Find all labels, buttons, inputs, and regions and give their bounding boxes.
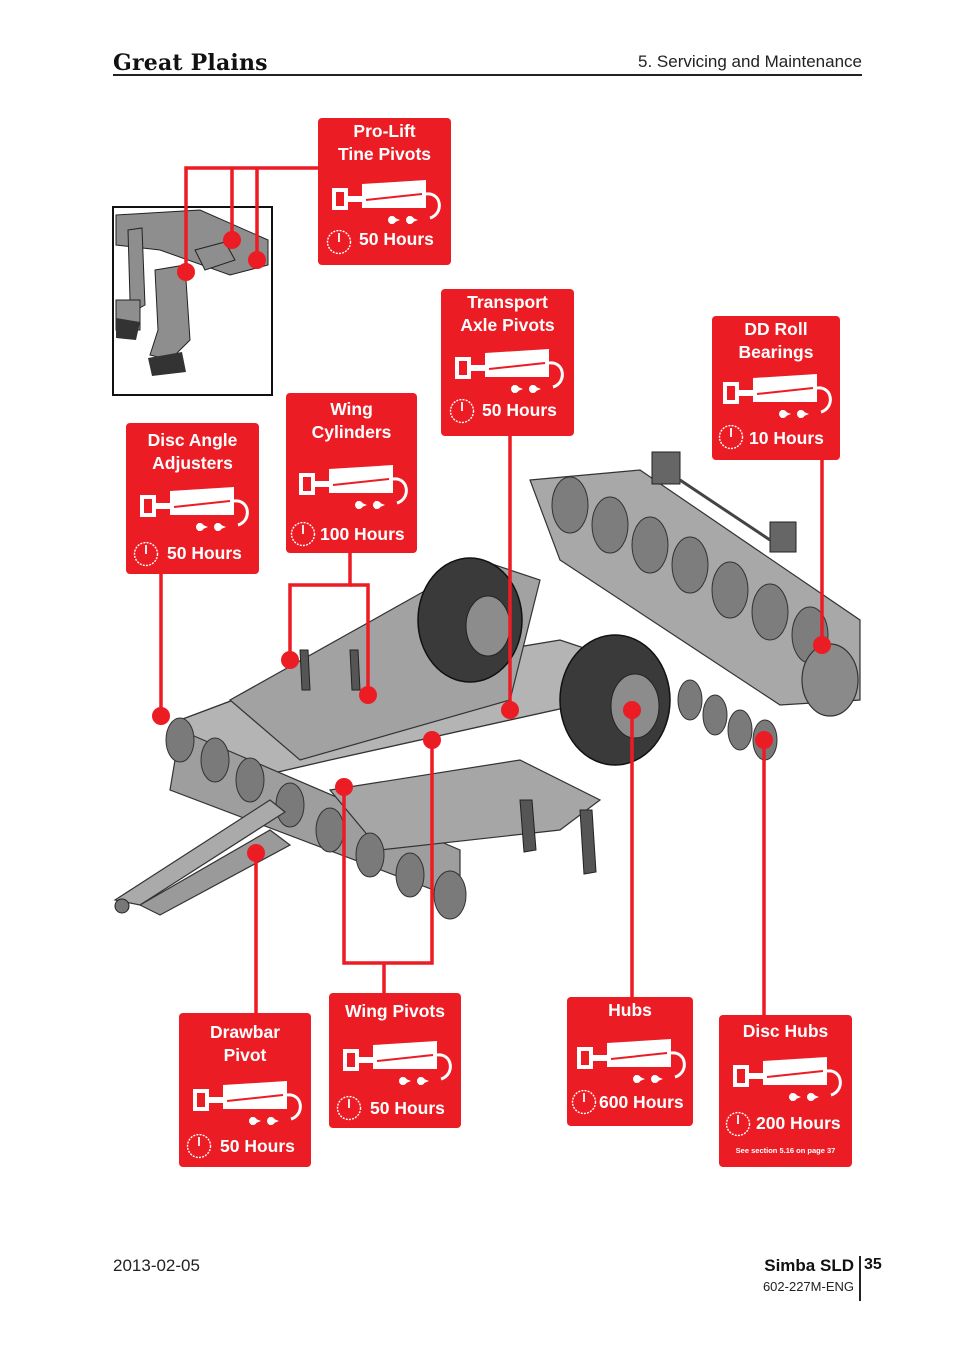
stopwatch-icon [326, 229, 352, 255]
service-interval: 600 Hours [599, 1092, 684, 1112]
callout-dd-roll-bearings: DD Roll Bearings 10 Hours [712, 316, 840, 460]
callout-title: Drawbar Pivot [209, 1022, 281, 1065]
callout-pro-lift-tine-pivots: Pro-Lift Tine Pivots 50 Hours [318, 118, 451, 265]
model-name: Simba SLD [764, 1256, 854, 1275]
stopwatch-icon [336, 1095, 362, 1121]
stopwatch-icon [571, 1089, 597, 1115]
grease-gun-icon [341, 1039, 452, 1087]
callout-title: DD Roll Bearings [738, 319, 814, 362]
footer-divider [859, 1256, 861, 1301]
service-interval: 50 Hours [370, 1098, 445, 1118]
stopwatch-icon [725, 1111, 751, 1137]
section-title: 5. Servicing and Maintenance [638, 52, 862, 71]
grease-gun-icon [721, 372, 832, 420]
publication-date: 2013-02-05 [113, 1256, 200, 1275]
grease-gun-icon [731, 1055, 842, 1103]
part-number: 602-227M-ENG [762, 1279, 854, 1294]
callout-title: Hubs [608, 1000, 652, 1020]
service-interval: 200 Hours [756, 1113, 841, 1133]
stopwatch-icon [718, 424, 744, 450]
leader-lines [159, 166, 824, 1015]
callout-title: Disc Angle Adjusters [147, 430, 238, 473]
grease-gun-icon [297, 463, 408, 511]
service-interval: 50 Hours [359, 229, 434, 249]
grease-gun-icon [138, 485, 249, 533]
service-interval: 50 Hours [167, 543, 242, 563]
callout-title: Pro-Lift Tine Pivots [337, 121, 432, 164]
callout-title: Disc Hubs [742, 1021, 829, 1041]
tine-detail-inset [112, 206, 273, 396]
callout-transport-axle-pivots: Transport Axle Pivots 50 Hours [441, 289, 574, 436]
grease-gun-icon [575, 1037, 686, 1085]
callout-hubs: Hubs 600 Hours [567, 997, 693, 1126]
service-interval: 50 Hours [482, 400, 557, 420]
stopwatch-icon [133, 541, 159, 567]
section-reference-note: See section 5.16 on page 37 [735, 1146, 836, 1155]
grease-gun-icon [191, 1079, 302, 1127]
callout-wing-cylinders: Wing Cylinders 100 Hours [286, 393, 417, 553]
stopwatch-icon [449, 398, 475, 424]
callout-drawbar-pivot: Drawbar Pivot 50 Hours [179, 1013, 311, 1167]
stopwatch-icon [186, 1133, 212, 1159]
stopwatch-icon [290, 521, 316, 547]
callout-title: Wing Pivots [345, 1001, 445, 1021]
callout-disc-hubs: Disc Hubs 200 Hours See section 5.16 on … [719, 1015, 852, 1167]
service-interval: 10 Hours [749, 428, 824, 448]
callout-title: Wing Cylinders [311, 399, 392, 442]
callout-wing-pivots: Wing Pivots 50 Hours [329, 993, 461, 1128]
callout-disc-angle-adjusters: Disc Angle Adjusters 50 Hours [126, 423, 259, 574]
brand-logo: Great Plains [113, 50, 268, 76]
grease-gun-icon [453, 347, 564, 395]
service-interval: 100 Hours [320, 524, 405, 544]
header-rule [113, 74, 862, 76]
callout-title: Transport Axle Pivots [460, 292, 555, 335]
service-interval: 50 Hours [220, 1136, 295, 1156]
page-number: 35 [864, 1256, 882, 1273]
lube-points [152, 231, 831, 862]
grease-gun-icon [330, 178, 441, 226]
